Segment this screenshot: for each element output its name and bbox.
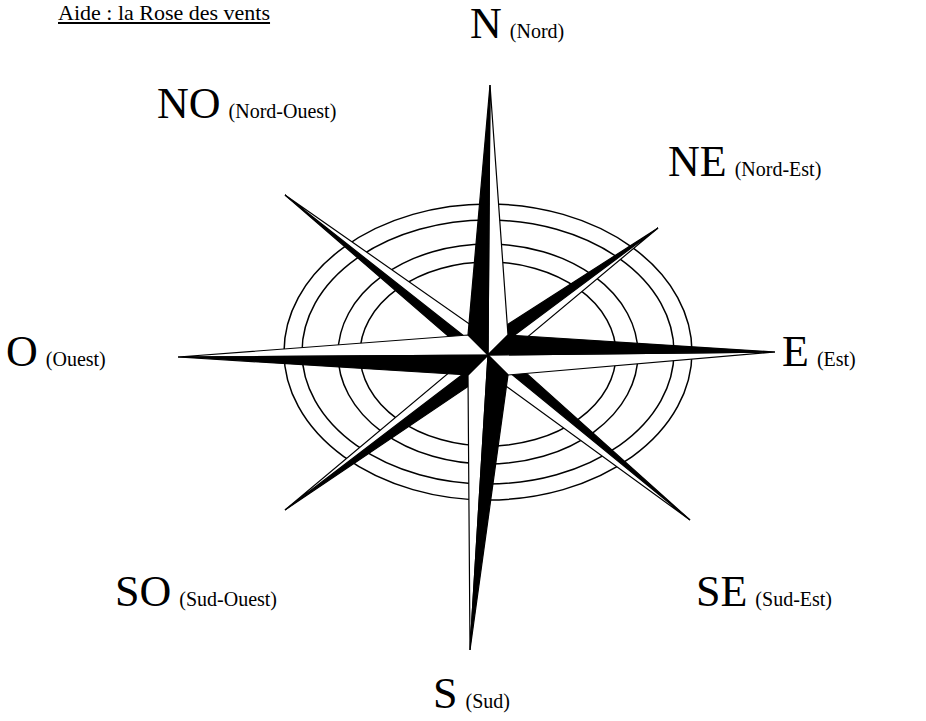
direction-label: S (Sud) xyxy=(433,672,510,716)
direction-label: NO (Nord-Ouest) xyxy=(157,82,336,126)
direction-label: SE (Sud-Est) xyxy=(696,570,832,614)
direction-abbreviation: NO xyxy=(157,82,221,126)
direction-abbreviation: NE xyxy=(668,140,727,184)
direction-name: (Sud-Est) xyxy=(755,589,832,609)
direction-name: (Nord-Ouest) xyxy=(229,101,337,121)
direction-abbreviation: O xyxy=(6,330,38,374)
direction-name: (Nord) xyxy=(510,21,564,41)
direction-name: (Nord-Est) xyxy=(735,159,822,179)
direction-name: (Sud) xyxy=(465,691,509,711)
direction-abbreviation: S xyxy=(433,672,457,716)
direction-label: N (Nord) xyxy=(470,2,564,46)
direction-label: SO (Sud-Ouest) xyxy=(115,570,277,614)
direction-label: NE (Nord-Est) xyxy=(668,140,821,184)
title: Aide : la Rose des vents xyxy=(58,0,270,26)
direction-abbreviation: E xyxy=(782,330,809,374)
direction-label: O (Ouest) xyxy=(6,330,106,374)
direction-abbreviation: SO xyxy=(115,570,171,614)
direction-name: (Sud-Ouest) xyxy=(179,589,277,609)
direction-abbreviation: SE xyxy=(696,570,747,614)
direction-name: (Ouest) xyxy=(46,349,106,369)
direction-name: (Est) xyxy=(817,349,856,369)
direction-label: E (Est) xyxy=(782,330,856,374)
direction-abbreviation: N xyxy=(470,2,502,46)
